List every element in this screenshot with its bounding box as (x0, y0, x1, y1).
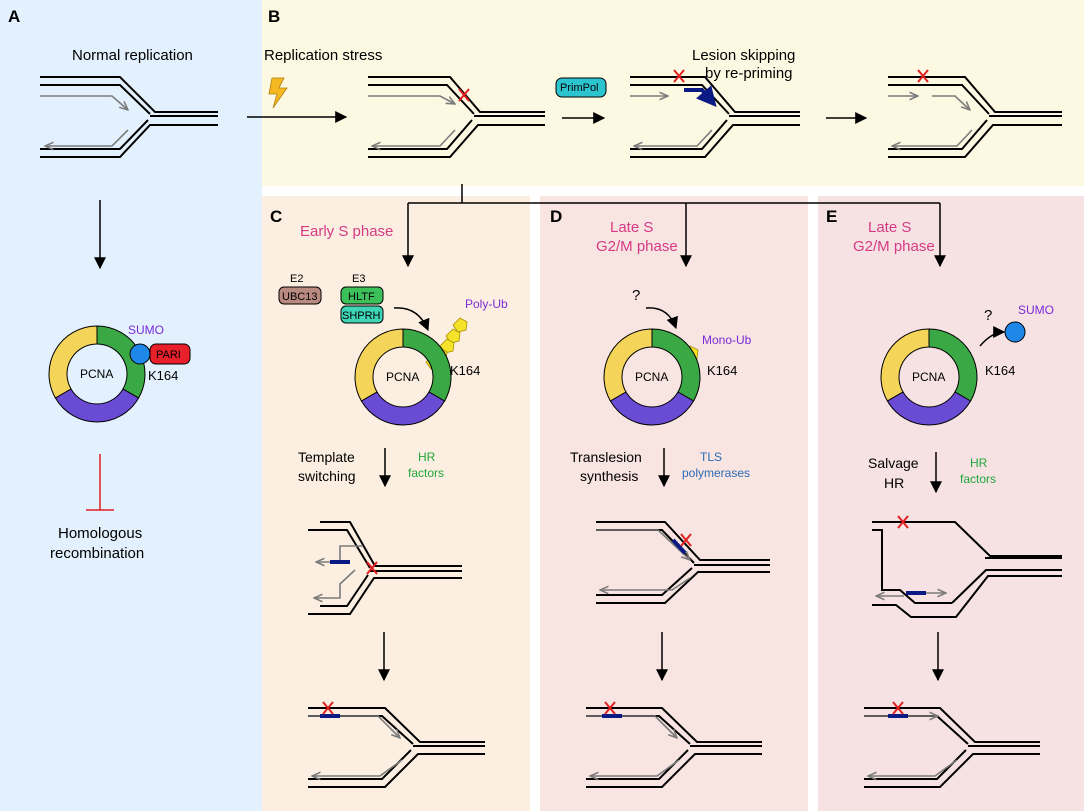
panel-d-tls-fork (596, 521, 770, 604)
panel-e-letter: E (826, 207, 837, 226)
panel-a-inhibition (86, 454, 114, 511)
panel-e-question: ? (984, 307, 992, 324)
panel-e-process-line1: Salvage (868, 455, 919, 471)
ubc13-box (278, 286, 322, 305)
panel-c-e2-label: E2 (290, 273, 303, 285)
panel-a-pari-label: PARI (156, 349, 181, 361)
panel-b-repriming-fork (630, 69, 800, 158)
panel-c-ub-transfer-arrow (393, 307, 430, 332)
hltf-box (340, 286, 384, 305)
panel-a-k164-label: K164 (148, 368, 178, 383)
panel-c-template-switch-fork (308, 521, 462, 615)
branch-connector (402, 184, 946, 268)
panel-d-restored-fork (586, 701, 762, 788)
panel-e-sumo-label: SUMO (1018, 303, 1054, 317)
panel-a-fork (40, 76, 218, 158)
panel-d-transfer-arrow (645, 307, 678, 330)
panel-e-factors-line1: HR (970, 456, 988, 470)
panel-a-pari-box (149, 343, 191, 365)
panel-d-question: ? (632, 287, 640, 304)
panel-c-k164-label: K164 (450, 363, 480, 378)
panel-a-title: Normal replication (72, 47, 193, 64)
panel-d-background (540, 196, 808, 811)
panel-b-lesion-line1: Lesion skipping (692, 47, 795, 64)
panel-d-factors-line1: TLS (700, 450, 722, 464)
panel-e-pcna-label: PCNA (912, 370, 945, 384)
panel-b-title: Replication stress (264, 47, 382, 64)
panel-d-factors-line2: polymerases (682, 466, 750, 480)
panel-d-k164-label: K164 (707, 363, 737, 378)
panel-c-e3-label: E3 (352, 273, 365, 285)
panel-d-phase-line2: G2/M phase (596, 238, 678, 255)
panel-e-pcna: PCNA (880, 328, 978, 426)
panel-c-pcna: PCNA (354, 328, 452, 426)
panel-b-letter: B (268, 7, 280, 26)
panel-e-background (818, 196, 1084, 811)
panel-b-stalled-fork (368, 76, 545, 158)
panel-c-factors-line1: HR (418, 450, 436, 464)
panel-e-process-line2: HR (884, 475, 904, 491)
panel-c-factors-line2: factors (408, 466, 444, 480)
panel-e-sumo-circle (1004, 321, 1026, 343)
hltf-label: HLTF (348, 291, 375, 303)
panel-a-sumo-circle (129, 343, 151, 365)
panel-e-phase-line2: G2/M phase (853, 238, 935, 255)
panel-a-sumo-label: SUMO (128, 323, 164, 337)
panel-c-process-line2: switching (298, 468, 356, 484)
panel-a-pcna-label: PCNA (80, 367, 113, 381)
panel-e-k164-label: K164 (985, 363, 1015, 378)
shprh-label: SHPRH (342, 310, 381, 322)
panel-c-letter: C (270, 207, 282, 226)
panel-c-phase: Early S phase (300, 223, 393, 240)
panel-d-pcna: PCNA (603, 328, 701, 426)
shprh-box (340, 305, 384, 324)
panel-e-factors-line2: factors (960, 472, 996, 486)
primpol-label: PrimPol (560, 82, 599, 94)
panel-a-outcome-line1: Homologous (58, 525, 142, 542)
panel-c-polyub-label: Poly-Ub (465, 297, 508, 311)
panel-a-outcome-line2: recombination (50, 545, 144, 562)
panel-b-lesion-line2: by re-priming (705, 65, 793, 82)
panel-a-letter: A (8, 7, 20, 26)
panel-d-letter: D (550, 207, 562, 226)
panel-e-transfer-arrow (979, 326, 1006, 347)
panel-e-restored-fork (864, 701, 1040, 788)
ubc13-label: UBC13 (282, 291, 317, 303)
primpol-box (555, 77, 607, 98)
panel-b-background (262, 0, 1084, 186)
panel-d-process-line1: Translesion (570, 449, 642, 465)
panel-e-salvage-hr-fork (872, 515, 1062, 618)
panel-b-resumed-fork (888, 69, 1062, 158)
panel-d-phase-line1: Late S (610, 219, 653, 236)
panel-a-pcna: PCNA (48, 325, 146, 423)
panel-e-phase-line1: Late S (868, 219, 911, 236)
panel-d-process-line2: synthesis (580, 468, 638, 484)
panel-c-process-line1: Template (298, 449, 355, 465)
panel-d-pcna-label: PCNA (635, 370, 668, 384)
panel-c-restored-fork (308, 701, 485, 788)
panel-c-pcna-label: PCNA (386, 370, 419, 384)
lightning-icon (268, 77, 288, 109)
panel-d-monoub-label: Mono-Ub (702, 333, 752, 347)
